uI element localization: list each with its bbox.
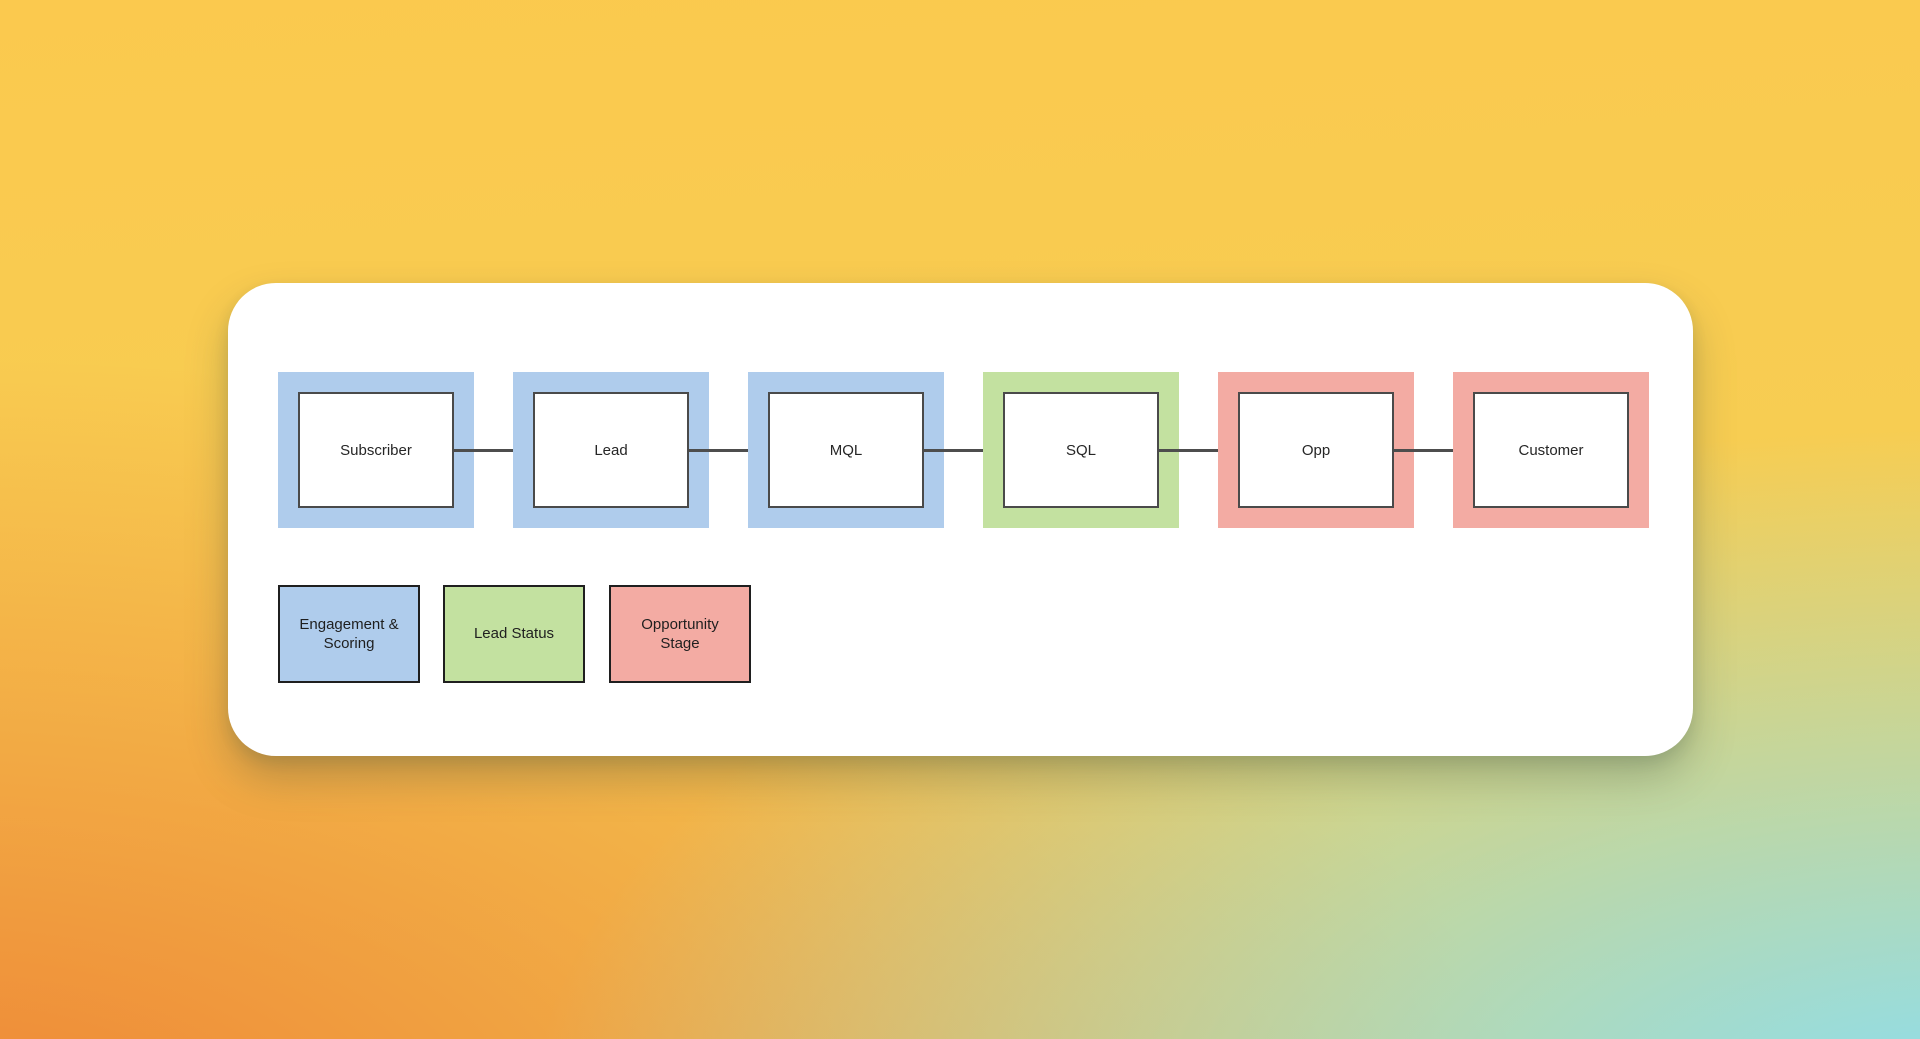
- legend-item-label: Opportunity Stage: [641, 615, 719, 653]
- legend-item-label: Engagement & Scoring: [299, 615, 399, 653]
- funnel-diagram-card: Subscriber Lead MQL SQL Opp Customer Engageme…: [228, 283, 1693, 756]
- stage-node-label: Customer: [1518, 441, 1584, 459]
- connector-line: [1159, 448, 1223, 452]
- stage-node-label: Lead: [594, 441, 628, 459]
- stage-node-sql: SQL: [983, 372, 1179, 528]
- stage-node-customer: Customer: [1453, 372, 1649, 528]
- stage-node-opp: Opp: [1218, 372, 1414, 528]
- connector-line: [454, 448, 518, 452]
- stage-node-lead: Lead: [513, 372, 709, 528]
- stage-node-label: MQL: [829, 441, 863, 459]
- stage-node-subscriber: Subscriber: [278, 372, 474, 528]
- legend-item-opportunity-stage: Opportunity Stage: [609, 585, 751, 683]
- stage-node-box: Opp: [1238, 392, 1394, 508]
- stage-node-box: MQL: [768, 392, 924, 508]
- connector-line: [1394, 448, 1458, 452]
- stage-node-box: Customer: [1473, 392, 1629, 508]
- legend-item-engagement-scoring: Engagement & Scoring: [278, 585, 420, 683]
- stage-node-mql: MQL: [748, 372, 944, 528]
- connector-line: [689, 448, 753, 452]
- stage-node-label: Opp: [1301, 441, 1331, 459]
- connector-line: [924, 448, 988, 452]
- stage-node-box: Lead: [533, 392, 689, 508]
- legend-item-label: Lead Status: [473, 625, 555, 643]
- legend-item-lead-status: Lead Status: [443, 585, 585, 683]
- stage-node-box: SQL: [1003, 392, 1159, 508]
- stage-node-label: SQL: [1065, 441, 1096, 459]
- stage-node-label: Subscriber: [340, 441, 412, 459]
- stage-node-box: Subscriber: [298, 392, 454, 508]
